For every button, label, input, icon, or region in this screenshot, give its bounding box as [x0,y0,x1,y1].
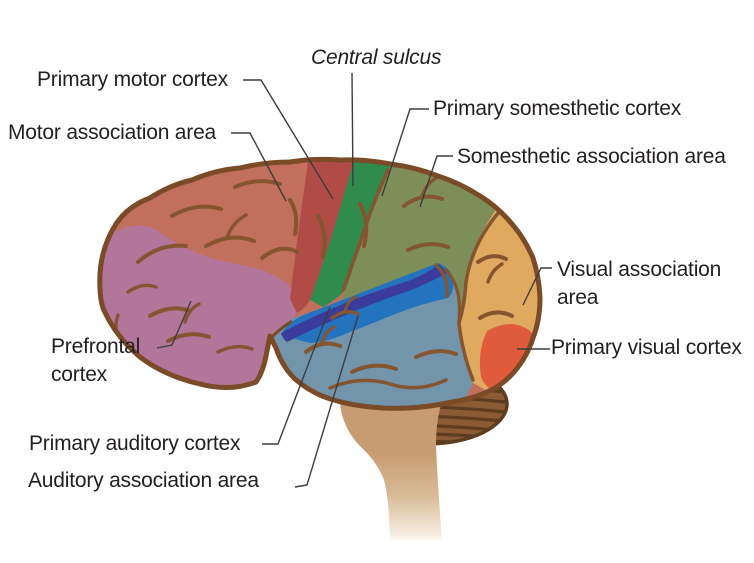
label-visual-association-area: Visual association area [557,258,722,309]
label-prefrontal-cortex: Prefrontal cortex [51,335,141,386]
region-primary-motor [290,161,354,313]
leader-primary-somesthetic [381,108,429,197]
label-auditory-association-area: Auditory association area [28,469,259,492]
brainstem [340,376,446,540]
leader-central-sulcus [351,72,354,187]
leader-somesthetic-association [419,155,453,208]
cerebrum-regions [99,159,541,409]
sulci [114,168,514,390]
label-primary-somesthetic-cortex: Primary somesthetic cortex [433,97,682,120]
label-primary-motor-cortex: Primary motor cortex [37,68,228,91]
region-primary-somesthetic [310,161,391,307]
region-primary-visual [479,324,540,393]
leader-primary-motor [243,79,334,200]
label-somesthetic-association-area: Somesthetic association area [457,145,726,168]
leader-visual-association [522,267,552,306]
region-primary-auditory [281,264,447,342]
label-primary-auditory-cortex: Primary auditory cortex [29,432,241,455]
leader-primary-auditory [262,306,331,445]
leader-motor-association [231,132,287,202]
leader-auditory-association [294,315,359,488]
label-motor-association-area: Motor association area [8,121,217,144]
leader-lines [156,72,552,488]
label-primary-visual-cortex: Primary visual cortex [551,336,742,359]
label-central-sulcus: Central sulcus [311,46,442,69]
cerebrum-outline [97,156,543,411]
region-prefrontal [99,225,296,391]
leader-prefrontal [156,300,192,349]
